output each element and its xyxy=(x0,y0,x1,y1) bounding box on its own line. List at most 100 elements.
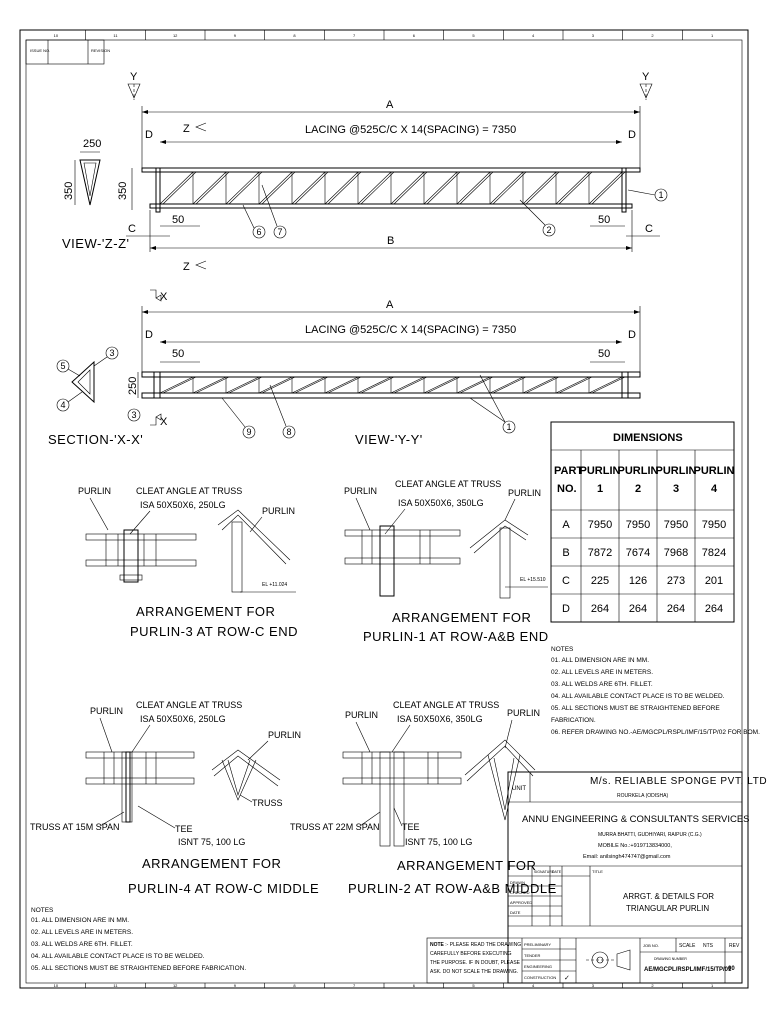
border-zone-bottom: 3 xyxy=(592,983,595,988)
table-title: DIMENSIONS xyxy=(613,432,683,444)
d4-purlin-label: PURLIN xyxy=(90,706,123,716)
lacing-label-yy: LACING @525C/C X 14(SPACING) = 7350 xyxy=(305,324,516,336)
y-marker-right: Y xyxy=(642,71,650,83)
tb-date: DATE xyxy=(510,910,521,915)
border-zone-bottom: 11 xyxy=(113,983,118,988)
border-zone-top: 6 xyxy=(413,33,416,38)
border-zone-top: 1 xyxy=(711,33,714,38)
dim-c-right-zz: C xyxy=(645,223,653,235)
tb-addr3: Email: anilsingh474747@gmail.com xyxy=(583,854,671,860)
table-cell: 126 xyxy=(629,575,647,587)
border-zone-top: 4 xyxy=(532,33,535,38)
notes-right-title: NOTES xyxy=(551,646,574,653)
notes-right-item: FABRICATION. xyxy=(551,717,596,724)
detail-purlin-4: PURLIN CLEAT ANGLE AT TRUSS ISA 50X50X6,… xyxy=(30,700,319,896)
d4-tee: TEE xyxy=(175,824,193,834)
table-cell: 7674 xyxy=(626,547,650,559)
border-zone-bottom: 12 xyxy=(173,983,178,988)
lacing-zz xyxy=(159,171,626,205)
d2-isa-label: ISA 50X50X6, 350LG xyxy=(397,714,483,724)
y-marker-left: Y xyxy=(130,71,138,83)
table-cell: 264 xyxy=(667,603,685,615)
svg-text:2: 2 xyxy=(547,225,552,235)
z-marker-bottom: Z xyxy=(183,261,190,273)
revision-corner: ISSUE NO. REVISION xyxy=(25,39,110,65)
svg-text:7: 7 xyxy=(278,227,283,237)
tb-job-no: JOB NO. xyxy=(643,943,659,948)
table-cell: 225 xyxy=(591,575,609,587)
table-cell: 264 xyxy=(591,603,609,615)
tb-scale: SCALE xyxy=(679,943,696,949)
svg-text:8: 8 xyxy=(287,427,292,437)
callout-4-xx: 4 xyxy=(61,400,66,410)
view-yy-title: VIEW-'Y-Y' xyxy=(355,432,423,447)
view-yy: X A D D LACING @525C/C X 14(SPACING) = 7… xyxy=(127,289,641,447)
callout-9-yy xyxy=(242,425,256,439)
dim-250-yy: 250 xyxy=(127,377,139,395)
corner-revision: REVISION xyxy=(91,48,110,53)
table-cell: 7968 xyxy=(664,547,688,559)
tb-check: ✓ xyxy=(564,975,570,982)
border-zone-top: 12 xyxy=(173,33,178,38)
callout-3-xx: 3 xyxy=(110,348,115,358)
table-header-num-2: 2 xyxy=(635,483,641,495)
notes-left-item: 02. ALL LEVELS ARE IN METERS. xyxy=(31,929,133,936)
dim-50-left-zz: 50 xyxy=(172,214,184,226)
tb-drawing-no: AE/MGCPL/RSPL/IMF/15/TP/01 xyxy=(644,967,732,973)
border-zone-top: 10 xyxy=(54,33,59,38)
table-header-num-4: 4 xyxy=(711,483,718,495)
d2-tee: TEE xyxy=(402,822,420,832)
dim-d-right-zz: D xyxy=(628,129,636,141)
d2-title-2: PURLIN-2 AT ROW-A&B MIDDLE xyxy=(348,881,557,896)
callout-8-yy xyxy=(282,425,296,439)
callout-7-zz xyxy=(273,225,287,239)
border-zone-top: 3 xyxy=(592,33,595,38)
tb-scale-val: NTS xyxy=(703,943,714,949)
notes-right: NOTES 01. ALL DIMENSION ARE IN MM.02. AL… xyxy=(551,646,760,736)
d2-cleat-label: CLEAT ANGLE AT TRUSS xyxy=(393,700,499,710)
notes-right-item: 04. ALL AVAILABLE CONTACT PLACE IS TO BE… xyxy=(551,693,725,700)
table-header-part: PART xyxy=(554,465,583,477)
d4-purlin-right: PURLIN xyxy=(268,730,301,740)
notes-left-item: 01. ALL DIMENSION ARE IN MM. xyxy=(31,917,129,924)
d4-isnt: ISNT 75, 100 LG xyxy=(178,837,245,847)
table-cell: 273 xyxy=(667,575,685,587)
dim-a-zz: A xyxy=(386,99,394,111)
callout-6-zz xyxy=(252,225,266,239)
dim-250-tri: 250 xyxy=(83,138,101,150)
tb-note-4: ASK. DO NOT SCALE THE DRAWING. xyxy=(430,969,518,975)
detail-purlin-3: PURLIN CLEAT ANGLE AT TRUSS ISA 50X50X6,… xyxy=(78,486,298,639)
section-xx: 5 3 4 SECTION-'X-X' xyxy=(48,346,143,447)
dim-a-yy: A xyxy=(386,299,394,311)
svg-text:9: 9 xyxy=(247,427,252,437)
border-zone-top: 8 xyxy=(293,33,296,38)
corner-issue: ISSUE NO. xyxy=(30,48,50,53)
d4-truss: TRUSS xyxy=(252,798,283,808)
border-zone-bottom: 10 xyxy=(54,983,59,988)
d2-isnt: ISNT 75, 100 LG xyxy=(405,837,472,847)
table-header-num-3: 3 xyxy=(673,483,679,495)
dimensions-table: DIMENSIONS PART NO. PURLIN1PURLIN2PURLIN… xyxy=(550,421,735,623)
d4-isa-label: ISA 50X50X6, 250LG xyxy=(140,714,226,724)
d4-truss-15: TRUSS AT 15M SPAN xyxy=(30,822,120,832)
table-header-purlin-3: PURLIN xyxy=(656,465,697,477)
dim-d-left-zz: D xyxy=(145,129,153,141)
dim-350-zz: 350 xyxy=(117,182,129,200)
d3-title-2: PURLIN-3 AT ROW-C END xyxy=(130,624,298,639)
tb-addr1: MURRA BHATTI, GUDHIYARI, RAIPUR (C.G.) xyxy=(598,832,702,838)
notes-right-item: 01. ALL DIMENSION ARE IN MM. xyxy=(551,657,649,664)
x-marker-top: X xyxy=(160,291,168,303)
tb-st-tender: TENDER xyxy=(524,953,541,958)
table-header-purlin-1: PURLIN xyxy=(580,465,621,477)
detail-purlin-1: PURLIN CLEAT ANGLE AT TRUSS ISA 50X50X6,… xyxy=(344,479,548,644)
notes-left-title: NOTES xyxy=(31,907,54,914)
d3-purlin-label: PURLIN xyxy=(78,486,111,496)
d2-purlin-right: PURLIN xyxy=(507,708,540,718)
border-zone-bottom: 4 xyxy=(532,983,535,988)
tb-unit: UNIT xyxy=(512,786,526,792)
notes-left-item: 04. ALL AVAILABLE CONTACT PLACE IS TO BE… xyxy=(31,953,205,960)
dim-50-right-yy: 50 xyxy=(598,348,610,360)
dim-c-left-zz: C xyxy=(128,223,136,235)
callout-3-yy xyxy=(127,408,141,422)
